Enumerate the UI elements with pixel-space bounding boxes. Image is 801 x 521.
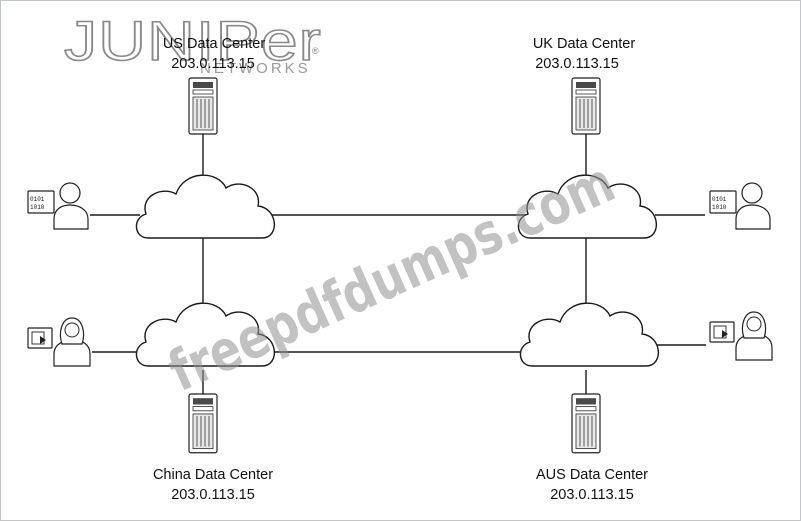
- cloud-icon-us: [135, 174, 276, 239]
- us-dc-name: US Data Center: [163, 36, 266, 52]
- aus-dc-ip: 203.0.113.15: [550, 487, 634, 503]
- us-dc-ip: 203.0.113.15: [171, 56, 255, 72]
- user-icon-china: [27, 317, 91, 367]
- logo-main: JUNIPer: [64, 9, 322, 72]
- server-icon-uk: [571, 77, 601, 135]
- aus-dc-name: AUS Data Center: [536, 467, 648, 483]
- china-dc-name: China Data Center: [153, 467, 273, 483]
- uk-dc-ip: 203.0.113.15: [535, 56, 619, 72]
- server-icon-us: [188, 77, 218, 135]
- china-dc-ip: 203.0.113.15: [171, 487, 255, 503]
- user-icon-us: [27, 182, 89, 230]
- logo-registered-mark: ®: [312, 46, 319, 56]
- cloud-icon-aus: [519, 302, 660, 367]
- uk-dc-name: UK Data Center: [533, 36, 636, 52]
- user-icon-uk: [709, 182, 771, 230]
- juniper-logo: JUNIPer NETWORKS ®: [63, 8, 322, 77]
- server-icon-aus: [571, 393, 601, 454]
- server-icon-china: [188, 393, 218, 454]
- user-icon-aus: [709, 311, 773, 361]
- logo-sub: NETWORKS: [200, 60, 311, 77]
